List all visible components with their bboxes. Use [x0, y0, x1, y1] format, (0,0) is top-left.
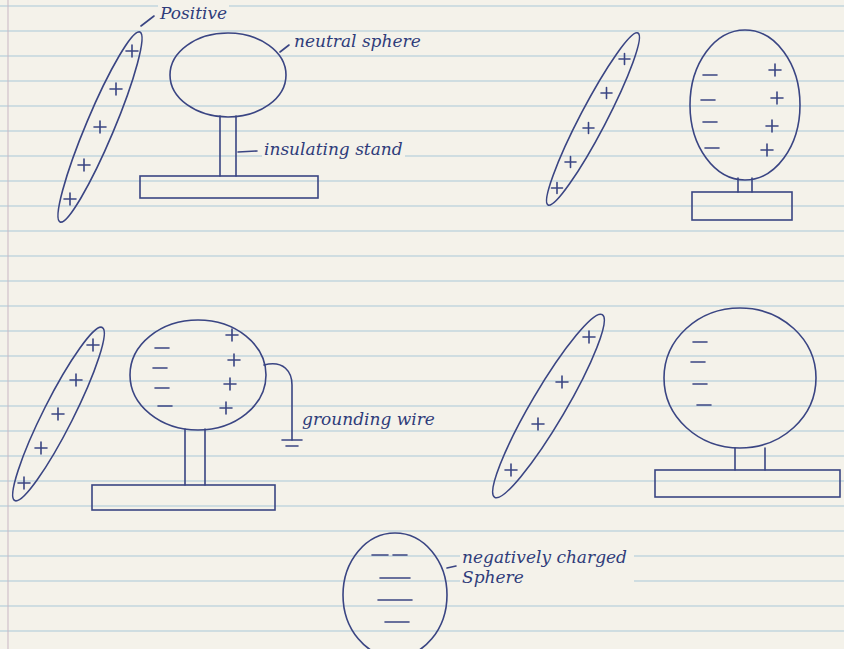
stand-base — [655, 470, 840, 497]
leader-line — [141, 16, 289, 152]
callout-label: negatively charged Sphere — [460, 548, 634, 587]
polarized-sphere — [690, 30, 800, 180]
plus-signs — [64, 45, 138, 205]
stand-base — [692, 192, 792, 220]
callout-label: neutral sphere — [292, 32, 423, 52]
plus-signs — [505, 331, 595, 476]
insulating-stand — [738, 178, 752, 192]
stand-base — [140, 176, 318, 198]
plus-signs — [220, 329, 240, 414]
negative-sphere — [343, 533, 447, 649]
callout-label: insulating stand — [262, 140, 405, 160]
callout-label: grounding wire — [300, 410, 437, 430]
minus-signs — [691, 342, 711, 405]
stand-base — [92, 485, 275, 510]
neutral-sphere — [170, 33, 286, 117]
minus-signs — [372, 555, 412, 622]
insulating-stand — [220, 116, 236, 176]
plus-signs — [552, 54, 631, 194]
minus-signs — [153, 348, 172, 406]
charged-sphere — [664, 308, 816, 448]
insulating-stand — [185, 429, 205, 485]
margin-line — [8, 0, 9, 649]
minus-signs — [701, 75, 719, 148]
plus-signs — [761, 64, 783, 156]
charged-rod — [537, 27, 650, 211]
callout-label: Positive — [158, 4, 229, 24]
insulating-stand — [735, 448, 765, 470]
plus-signs — [18, 339, 99, 489]
ground-symbol — [282, 440, 302, 446]
grounding-wire — [264, 364, 292, 440]
charged-rod — [480, 306, 617, 506]
ruled-lines — [0, 6, 844, 631]
leader-line — [447, 566, 456, 568]
charged-rod — [1, 321, 115, 508]
charged-rod — [47, 27, 153, 228]
polarized-sphere — [130, 320, 266, 430]
